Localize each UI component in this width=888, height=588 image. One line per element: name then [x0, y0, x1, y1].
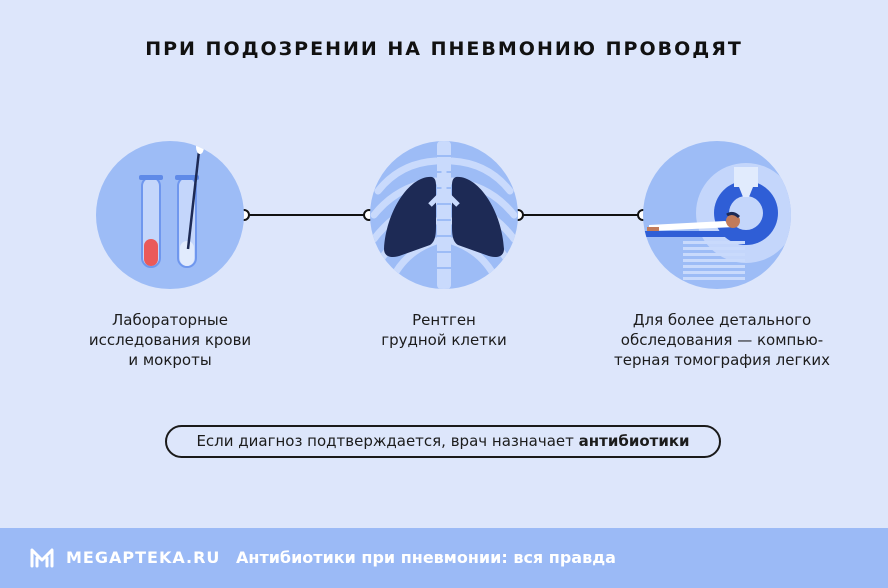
diagnosis-note: Если диагноз подтверждается, врач назнач… [165, 425, 721, 458]
ct-scanner-icon [643, 163, 791, 280]
step-2-illustration [370, 141, 518, 289]
step-1-caption: Лабораторные исследования крови и мокрот… [50, 310, 290, 370]
step-3-caption: Для более детального обследования — комп… [597, 310, 847, 370]
megapteka-logo-icon[interactable] [28, 546, 56, 570]
footer-bar: MEGAPTEKA.RU Антибиотики при пневмонии: … [0, 528, 888, 588]
test-tubes-icon [139, 141, 204, 268]
step-3-illustration [643, 141, 791, 289]
caption-line: обследования — компью- [620, 331, 824, 349]
brand-name[interactable]: MEGAPTEKA.RU [66, 548, 221, 567]
note-text: Если диагноз подтверждается, врач назнач… [196, 432, 579, 450]
page-title: ПРИ ПОДОЗРЕНИИ НА ПНЕВМОНИЮ ПРОВОДЯТ [145, 38, 743, 60]
caption-line: грудной клетки [381, 331, 507, 349]
article-title: Антибиотики при пневмонии: вся правда [236, 548, 616, 567]
caption-line: Лабораторные [112, 311, 228, 329]
caption-line: Для более детального [632, 311, 812, 329]
caption-line: исследования крови [88, 331, 252, 349]
lungs-xray-icon [370, 141, 518, 289]
caption-line: и мокроты [128, 351, 212, 369]
caption-line: терная томография легких [613, 351, 831, 369]
caption-line: Рентген [412, 311, 476, 329]
step-1-illustration [96, 141, 244, 289]
note-bold-text: антибиотики [578, 432, 690, 450]
step-2-caption: Рентген грудной клетки [324, 310, 564, 350]
